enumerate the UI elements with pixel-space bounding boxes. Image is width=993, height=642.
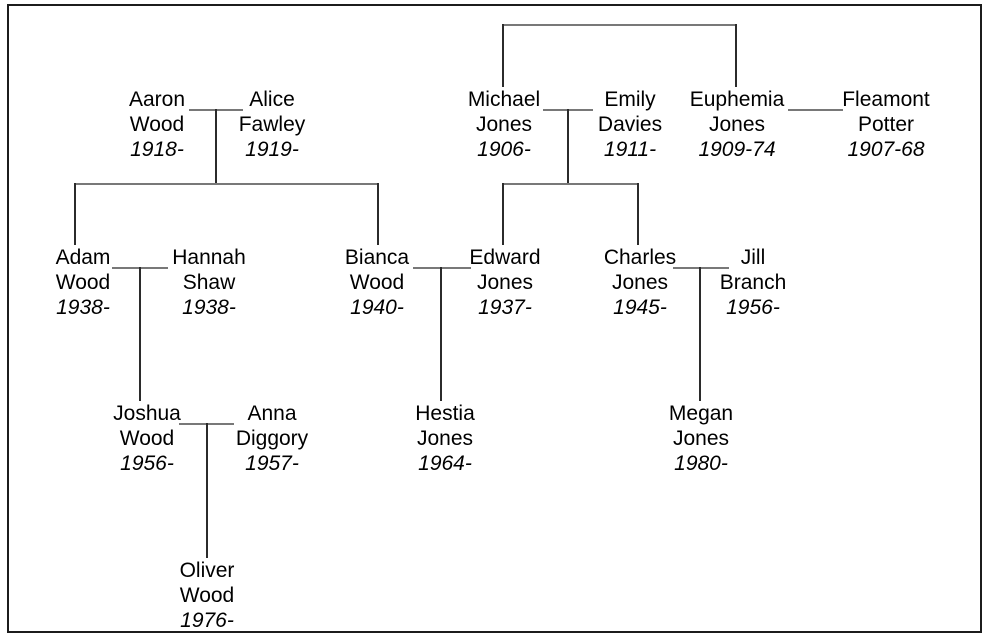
given-name: Charles [603, 246, 677, 269]
surname: Wood [119, 427, 175, 450]
connector-drop-edward [502, 183, 504, 245]
given-name: Edward [469, 246, 541, 269]
surname: Jones [672, 427, 730, 450]
person-anna-diggory: Anna Diggory 1957- [236, 401, 308, 476]
life-dates: 1956- [726, 296, 780, 319]
surname: Jones [611, 271, 669, 294]
given-name: Euphemia [689, 88, 785, 111]
given-name: Hannah [172, 246, 246, 269]
connector-drop-bianca [377, 183, 379, 245]
given-name: Bianca [344, 246, 410, 269]
life-dates: 1911- [603, 138, 657, 161]
connector-descent-megan [699, 267, 701, 401]
surname: Shaw [182, 271, 236, 294]
diagram-border [7, 4, 982, 633]
person-fleamont-potter: Fleamont Potter 1907-68 [842, 87, 930, 162]
life-dates: 1980- [674, 452, 728, 475]
surname: Jones [476, 271, 534, 294]
connector-marriage-charles-jill [673, 267, 729, 269]
given-name: Aaron [128, 88, 186, 111]
connector-descent-joshua [139, 267, 141, 401]
life-dates: 1957- [245, 452, 299, 475]
person-bianca-wood: Bianca Wood 1940- [345, 245, 409, 320]
surname: Jones [475, 113, 533, 136]
given-name: Adam [55, 246, 111, 269]
surname: Jones [416, 427, 474, 450]
connector-drop-charles [637, 183, 639, 245]
given-name: Michael [467, 88, 541, 111]
connector-descent-hestia [440, 267, 442, 401]
surname: Davies [597, 113, 663, 136]
given-name: Fleamont [842, 88, 930, 111]
surname: Wood [179, 584, 235, 607]
person-hestia-jones: Hestia Jones 1964- [415, 401, 475, 476]
person-alice-fawley: Alice Fawley 1919- [239, 87, 306, 162]
connector-sibling-bar-top [502, 24, 737, 26]
connector-descent-oliver [206, 423, 208, 558]
given-name: Hestia [415, 402, 475, 425]
person-edward-jones: Edward Jones 1937- [469, 245, 540, 320]
given-name: Anna [247, 402, 297, 425]
life-dates: 1918- [130, 138, 184, 161]
surname: Wood [55, 271, 111, 294]
life-dates: 1938- [56, 296, 110, 319]
person-michael-jones: Michael Jones 1906- [468, 87, 540, 162]
surname: Jones [708, 113, 766, 136]
surname: Potter [857, 113, 915, 136]
life-dates: 1956- [120, 452, 174, 475]
surname: Branch [719, 271, 787, 294]
surname: Diggory [235, 427, 309, 450]
person-oliver-wood: Oliver Wood 1976- [180, 558, 235, 633]
given-name: Jill [740, 246, 766, 269]
life-dates: 1964- [418, 452, 472, 475]
surname: Wood [349, 271, 405, 294]
given-name: Joshua [113, 402, 181, 425]
person-euphemia-jones: Euphemia Jones 1909-74 [690, 87, 785, 162]
life-dates: 1919- [245, 138, 299, 161]
connector-descent-wood-family [215, 109, 217, 184]
connector-sibling-bar-wood [74, 183, 379, 185]
connector-marriage-euphemia-fleamont [788, 109, 843, 111]
surname: Wood [129, 113, 185, 136]
life-dates: 1938- [182, 296, 236, 319]
given-name: Alice [249, 88, 295, 111]
surname: Fawley [238, 113, 306, 136]
person-jill-branch: Jill Branch 1956- [720, 245, 787, 320]
connector-drop-adam [74, 183, 76, 245]
connector-marriage-bianca-edward [413, 267, 471, 269]
life-dates: 1907-68 [847, 138, 925, 161]
connector-drop-michael [502, 24, 504, 87]
given-name: Oliver [179, 559, 235, 582]
connector-sibling-bar-jones [502, 183, 639, 185]
life-dates: 1937- [478, 296, 532, 319]
given-name: Megan [668, 402, 734, 425]
life-dates: 1945- [613, 296, 667, 319]
life-dates: 1976- [180, 609, 234, 632]
person-joshua-wood: Joshua Wood 1956- [113, 401, 181, 476]
life-dates: 1940- [350, 296, 404, 319]
person-adam-wood: Adam Wood 1938- [56, 245, 111, 320]
connector-drop-euphemia [735, 24, 737, 87]
person-charles-jones: Charles Jones 1945- [604, 245, 676, 320]
person-aaron-wood: Aaron Wood 1918- [129, 87, 185, 162]
connector-descent-jones-family [567, 109, 569, 184]
person-emily-davies: Emily Davies 1911- [598, 87, 662, 162]
life-dates: 1906- [477, 138, 531, 161]
life-dates: 1909-74 [698, 138, 776, 161]
person-megan-jones: Megan Jones 1980- [669, 401, 733, 476]
person-hannah-shaw: Hannah Shaw 1938- [172, 245, 246, 320]
given-name: Emily [604, 88, 656, 111]
